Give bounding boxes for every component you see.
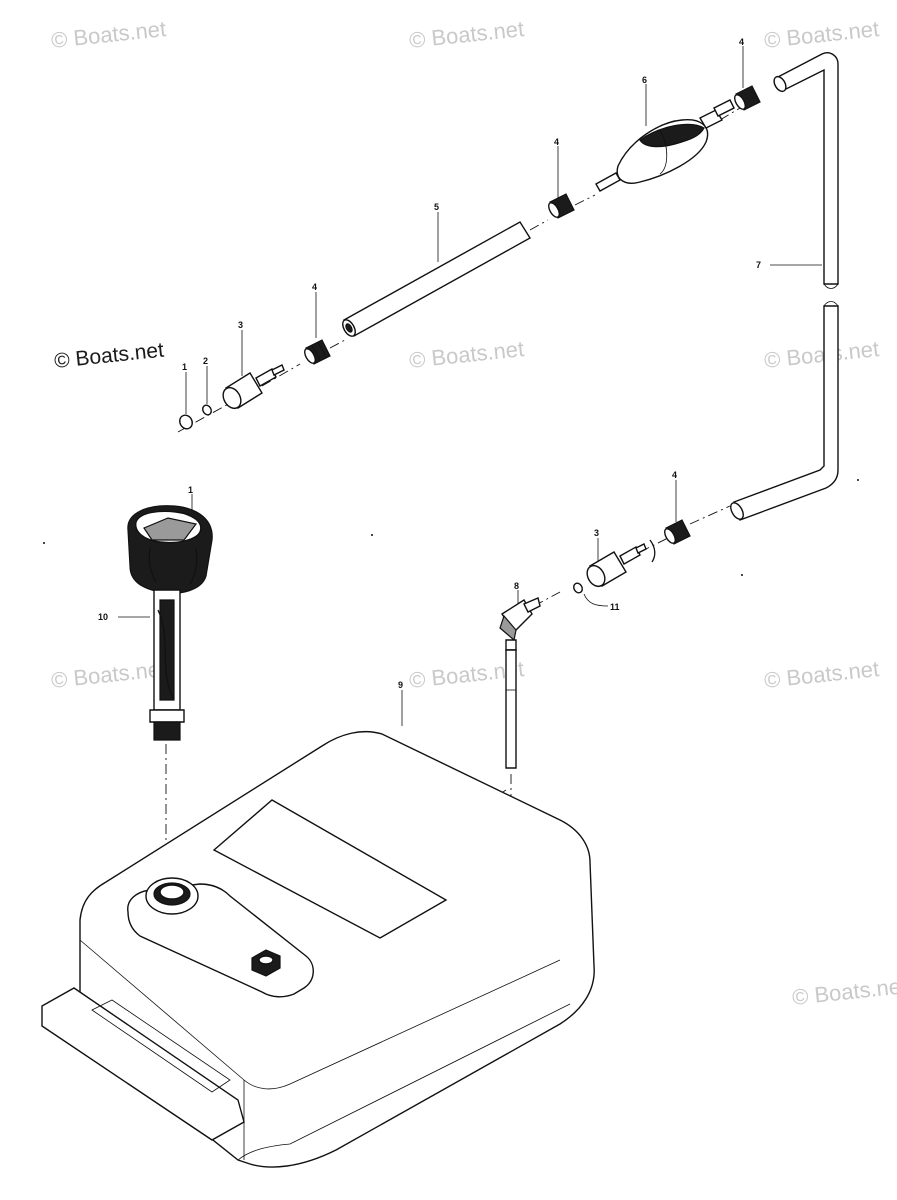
callout-3: 3 — [594, 528, 599, 538]
callout-1: 1 — [188, 485, 193, 495]
elbow-fitting-part — [499, 597, 541, 651]
tank-handle-part — [41, 987, 245, 1141]
callout-4: 4 — [739, 37, 744, 47]
primer-bulb-part — [595, 99, 735, 192]
callout-4: 4 — [672, 470, 677, 480]
watermark: © Boats.net — [763, 336, 880, 373]
watermark: © Boats.net — [50, 16, 167, 53]
watermark: © Boats.net — [408, 336, 525, 373]
connector-upper-part — [222, 364, 285, 410]
watermark: © Boats.net — [763, 16, 880, 53]
leader-lines — [118, 46, 822, 726]
clamp-part — [304, 339, 331, 365]
callout-3: 3 — [238, 320, 243, 330]
callout-1: 1 — [182, 362, 187, 372]
callout-4: 4 — [554, 137, 559, 147]
callout-group: 1 2 3 4 5 4 6 4 7 4 3 8 11 1 10 9 — [98, 37, 761, 690]
small-o-ring-part — [202, 404, 212, 416]
pickup-tube-part — [505, 649, 517, 769]
callout-7: 7 — [756, 260, 761, 270]
callout-6: 6 — [642, 75, 647, 85]
callout-8: 8 — [514, 581, 519, 591]
scan-specks — [43, 479, 859, 576]
callout-9: 9 — [398, 680, 403, 690]
callout-2: 2 — [203, 356, 208, 366]
fuel-hose-part — [342, 221, 531, 337]
tank-cap-gauge-part — [127, 505, 213, 741]
upper-assembly-centerline — [177, 107, 741, 433]
callout-10: 10 — [98, 612, 108, 622]
long-fuel-hose-part — [730, 52, 839, 521]
watermark: © Boats.net — [763, 656, 880, 693]
watermark: © Boats.net — [50, 656, 167, 693]
callout-4: 4 — [312, 282, 317, 292]
o-ring-part — [179, 414, 193, 430]
connector-lower-part — [586, 539, 656, 588]
watermark: © Boats.net — [791, 973, 897, 1010]
watermark-dark: © Boats.net — [53, 339, 165, 373]
clamp-part — [664, 519, 691, 545]
callout-5: 5 — [434, 202, 439, 212]
o-ring-part — [573, 582, 583, 594]
fuel-tank-part — [79, 731, 595, 1168]
callout-11: 11 — [610, 602, 620, 612]
clamp-part — [548, 193, 575, 219]
clamp-part — [734, 85, 761, 111]
watermark: © Boats.net — [408, 16, 525, 53]
